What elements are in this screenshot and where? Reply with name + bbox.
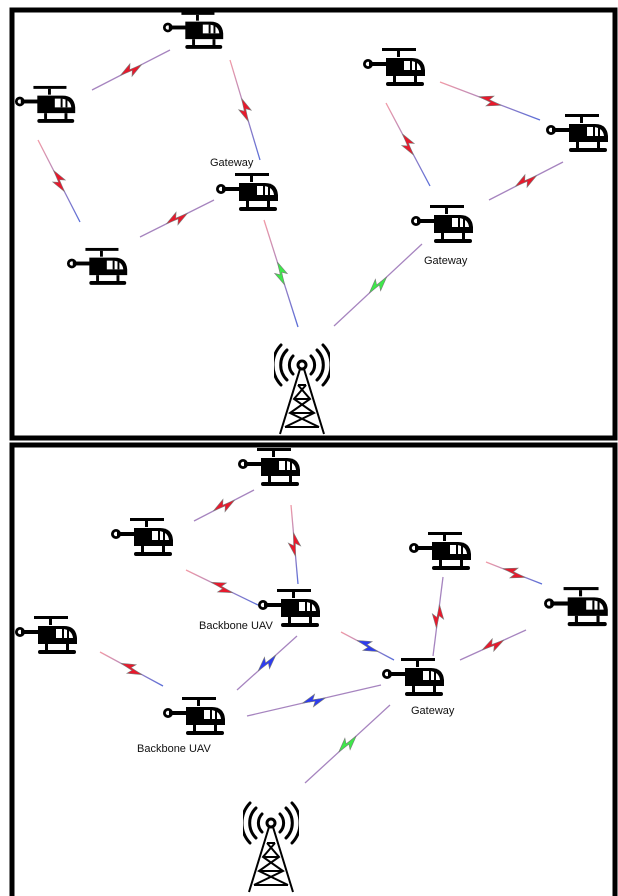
gateway-label-1: Gateway bbox=[210, 157, 254, 169]
gateway-uav-node bbox=[216, 173, 278, 211]
cell-tower-icon bbox=[243, 801, 299, 894]
gateway-uav-node bbox=[411, 205, 473, 243]
uav-link bbox=[439, 81, 541, 121]
uav-node bbox=[544, 587, 608, 627]
ground-link bbox=[333, 243, 423, 327]
uav-link bbox=[91, 49, 171, 91]
uav-node bbox=[111, 518, 173, 556]
backbone-link bbox=[236, 635, 298, 691]
uav-node bbox=[14, 85, 76, 123]
uav-link bbox=[485, 561, 543, 585]
uav-node bbox=[238, 448, 300, 486]
cell-tower-icon bbox=[274, 343, 330, 436]
uav-node bbox=[546, 114, 608, 152]
uav-node bbox=[409, 532, 471, 570]
ground-link bbox=[304, 704, 391, 784]
uav-node bbox=[15, 616, 77, 654]
gateway-label-3: Gateway bbox=[411, 705, 455, 717]
uav-node bbox=[363, 48, 425, 86]
uav-link bbox=[287, 504, 302, 585]
backbone-link bbox=[246, 684, 382, 717]
uav-link bbox=[431, 576, 445, 657]
gateway-uav-node bbox=[382, 658, 444, 696]
ground-link bbox=[263, 219, 299, 328]
panel-frame-bottom bbox=[9, 442, 618, 896]
uav-link bbox=[99, 651, 164, 687]
uav-link bbox=[385, 102, 431, 187]
panel-frame-top bbox=[9, 7, 618, 441]
uav-link bbox=[193, 489, 255, 522]
uav-link bbox=[459, 629, 527, 661]
uav-node bbox=[66, 247, 128, 285]
uav-link bbox=[488, 161, 564, 201]
backbone-uav-label-1: Backbone UAV bbox=[199, 620, 273, 632]
uav-node bbox=[162, 11, 224, 49]
uav-link bbox=[229, 59, 261, 161]
uav-link bbox=[139, 199, 215, 238]
uav-link bbox=[185, 569, 259, 606]
backbone-uav-label-2: Backbone UAV bbox=[137, 743, 211, 755]
gateway-label-2: Gateway bbox=[424, 255, 468, 267]
uav-link bbox=[37, 139, 81, 223]
backbone-link bbox=[340, 631, 395, 661]
backbone-uav-node bbox=[163, 697, 225, 735]
